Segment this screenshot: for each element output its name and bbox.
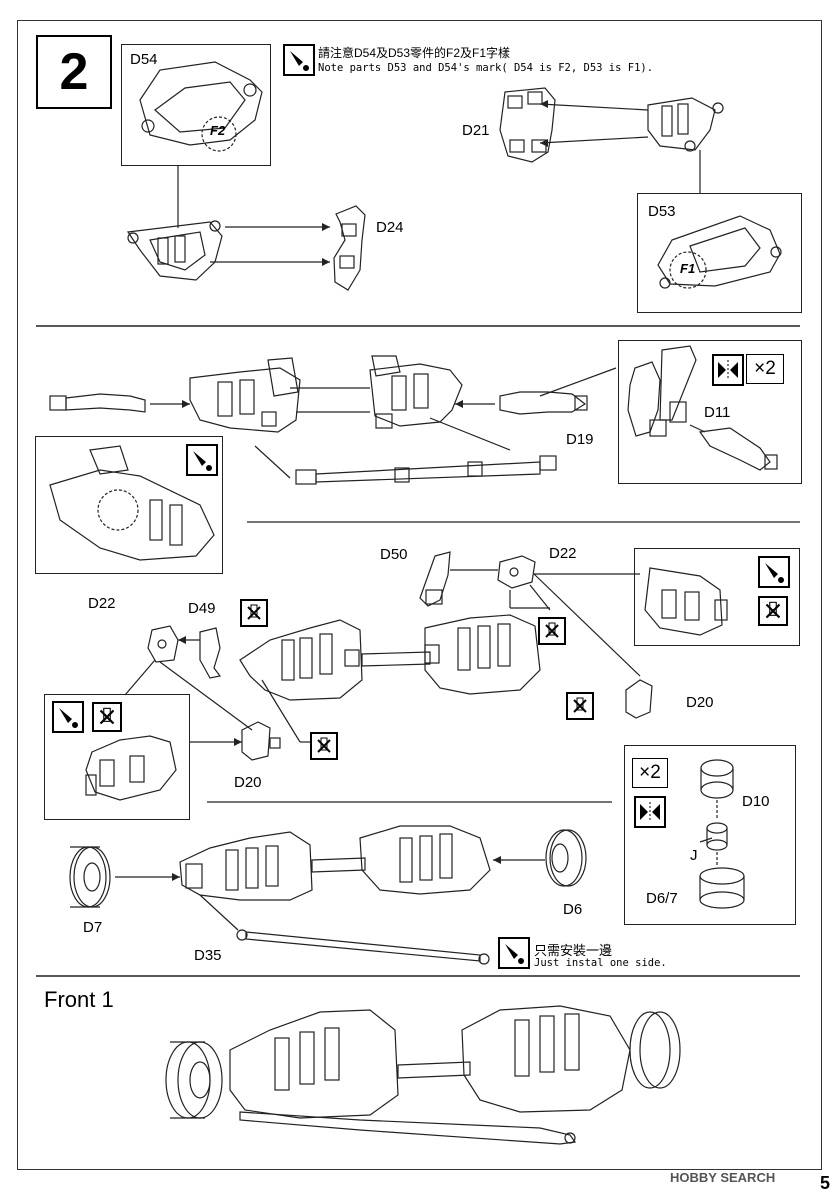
no-glue-icon	[92, 702, 122, 732]
note-d53-d54-en: Note parts D53 and D54's mark( D54 is F2…	[318, 62, 654, 74]
center-housing-right	[369, 355, 463, 429]
d19-shaft-drawing	[295, 455, 557, 485]
front-1-title: Front 1	[44, 987, 114, 1012]
no-glue-icon	[240, 599, 268, 627]
no-glue-icon	[538, 617, 566, 645]
mark-f2: F2	[210, 123, 226, 138]
d22-left-drawing	[147, 625, 179, 663]
attention-icon	[186, 444, 218, 476]
arrowheads	[172, 100, 548, 881]
d11-detail-drawing	[627, 345, 778, 471]
d54-detail-box	[121, 44, 271, 166]
detail-box-section3-right	[634, 548, 800, 646]
label-d35: D35	[194, 947, 222, 964]
watermark: HOBBY SEARCH	[670, 1170, 775, 1185]
note-one-side-zh: 只需安裝一邊	[534, 943, 613, 958]
d6-wheel-drawing	[545, 829, 587, 887]
no-glue-icon	[566, 692, 594, 720]
note-d53-d54-zh: 請注意D54及D53零件的F2及F1字樣	[318, 46, 511, 60]
detail-box-section3-left	[44, 694, 190, 820]
step-number: 2	[36, 35, 112, 109]
d35-tie-rod-drawing	[236, 929, 490, 965]
label-j: J	[690, 847, 698, 864]
page-frame	[17, 20, 822, 1170]
label-d20-left: D20	[234, 774, 262, 791]
quantity-box-wheel: ×2	[632, 758, 668, 788]
wheel-detail-drawing	[699, 759, 745, 909]
label-d22-right: D22	[549, 545, 577, 562]
d50-part-drawing	[419, 551, 451, 607]
symmetry-icon	[712, 354, 744, 386]
label-d19: D19	[566, 431, 594, 448]
label-d20-right: D20	[686, 694, 714, 711]
d20-left-drawing	[241, 721, 281, 761]
label-d6: D6	[563, 901, 583, 918]
page-number: 5	[820, 1173, 831, 1193]
left-arm-part	[49, 393, 146, 413]
d11-detail-box	[618, 340, 802, 484]
d54-part-drawing	[139, 61, 263, 152]
attention-icon	[758, 556, 790, 588]
label-d53: D53	[648, 203, 676, 220]
d24-assembly-left	[126, 220, 223, 281]
front1-assembly-drawing	[165, 1005, 681, 1145]
detail-left-drawing	[49, 445, 215, 561]
hobby-search-logo: HOBBY SEARCH	[670, 1170, 776, 1185]
label-d6-7: D6/7	[646, 890, 678, 907]
d21-part-drawing	[499, 87, 556, 163]
wheel-detail-box	[624, 745, 796, 925]
d53-part-drawing	[657, 215, 782, 289]
d49-part-drawing	[199, 627, 222, 679]
symmetry-icon	[634, 796, 666, 828]
attention-icon	[498, 937, 530, 969]
label-d24: D24	[376, 219, 404, 236]
label-d49: D49	[188, 600, 216, 617]
d7-wheel-drawing	[69, 846, 111, 908]
quantity-wheel: ×2	[639, 762, 661, 783]
no-glue-icon	[758, 596, 788, 626]
mark-f1: F1	[680, 261, 696, 276]
d22-right-drawing	[497, 555, 536, 589]
attention-icon	[52, 701, 84, 733]
d53-detail-box	[637, 193, 802, 313]
label-d54: D54	[130, 51, 158, 68]
label-d22-left: D22	[88, 595, 116, 612]
right-arm-part	[499, 391, 588, 415]
quantity-box-d11: ×2	[746, 354, 784, 384]
detail-left-section3-drawing	[85, 735, 177, 801]
note-one-side-en: Just instal one side.	[534, 957, 667, 969]
d24-part-drawing	[333, 205, 366, 291]
d53-assembly-right	[647, 97, 724, 152]
detail-left-box	[35, 436, 223, 574]
axle-assembly-section4	[179, 825, 491, 901]
label-d11: D11	[704, 404, 731, 421]
label-d10: D10	[742, 793, 770, 810]
quantity-d11: ×2	[754, 358, 776, 379]
label-d50: D50	[380, 546, 408, 563]
attention-icon	[283, 44, 315, 76]
detail-right-section3-drawing	[644, 567, 728, 636]
d20-right-drawing	[625, 679, 653, 719]
label-d21: D21	[462, 122, 490, 139]
label-d7: D7	[83, 919, 103, 936]
no-glue-icon	[310, 732, 338, 760]
axle-assembly-section3	[239, 614, 541, 701]
center-housing-left	[189, 357, 301, 433]
